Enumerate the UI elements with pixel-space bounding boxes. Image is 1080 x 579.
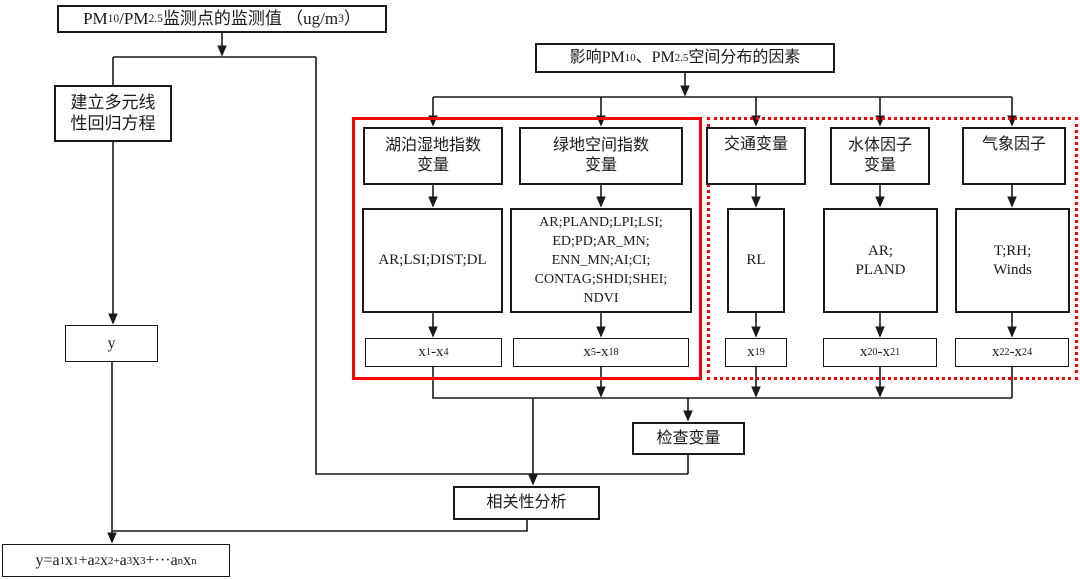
node-traffic-header: 交通变量 [706, 127, 806, 185]
node-y: y [65, 325, 158, 362]
node-water-variables: AR; PLAND [823, 208, 938, 313]
wire-left-vertical [315, 57, 689, 475]
node-green-variables: AR;PLAND;LPI;LSI; ED;PD;AR_MN; ENN_MN;AI… [510, 208, 692, 313]
node-green-header: 绿地空间指数 变量 [519, 127, 683, 185]
node-check-variables: 检查变量 [632, 422, 745, 455]
wire-correlation-out [112, 520, 528, 532]
node-traffic-variables: RL [727, 208, 785, 313]
wire-top-branch [112, 56, 316, 85]
node-regression: 建立多元线 性回归方程 [54, 85, 172, 142]
node-weather-header: 气象因子 [962, 127, 1066, 185]
other-factors-group-outline [707, 117, 1078, 380]
node-lake-header: 湖泊湿地指数 变量 [363, 127, 503, 185]
node-water-header: 水体因子 变量 [830, 127, 930, 185]
node-lake-variables: AR;LSI;DIST;DL [362, 208, 503, 313]
lake-green-group-outline [352, 117, 702, 380]
node-correlation: 相关性分析 [453, 486, 600, 520]
node-weather-variables: T;RH; Winds [955, 208, 1070, 313]
